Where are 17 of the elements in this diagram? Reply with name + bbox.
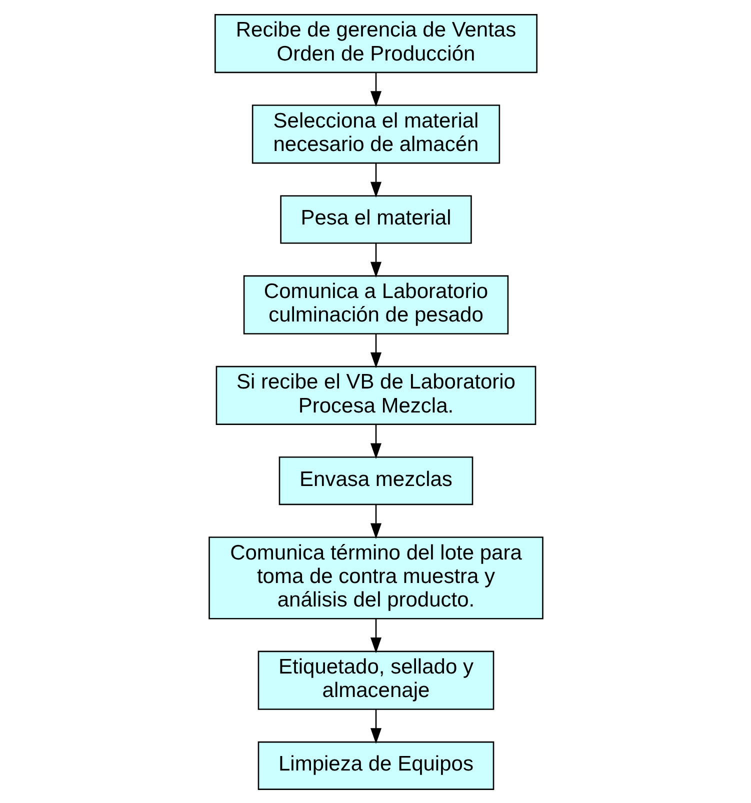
node-box: Comunica término del lote para toma de contra muestra y análisis del producto. (208, 536, 543, 619)
node-box: Recibe de gerencia de Ventas Orden de Producción (214, 14, 537, 73)
arrow (370, 618, 382, 653)
node-box: Limpieza de Equipos (257, 740, 494, 790)
arrow (370, 162, 382, 198)
node-box: Etiquetado, sellado y almacenaje (257, 650, 494, 710)
node-box: Envasa mezclas (278, 456, 473, 505)
arrow (370, 424, 382, 458)
arrow (370, 72, 382, 106)
arrow (370, 334, 382, 368)
node-box: Comunica a Laboratorio culminación de pesado (242, 274, 508, 334)
node-box: Selecciona el material necesario de almacén (251, 104, 500, 164)
arrow (370, 709, 382, 744)
arrow (370, 242, 382, 278)
arrow (370, 504, 382, 538)
node-box: Si recibe el VB de Laboratorio Procesa Mezcla. (215, 365, 536, 424)
node-box: Pesa el material (280, 194, 472, 244)
